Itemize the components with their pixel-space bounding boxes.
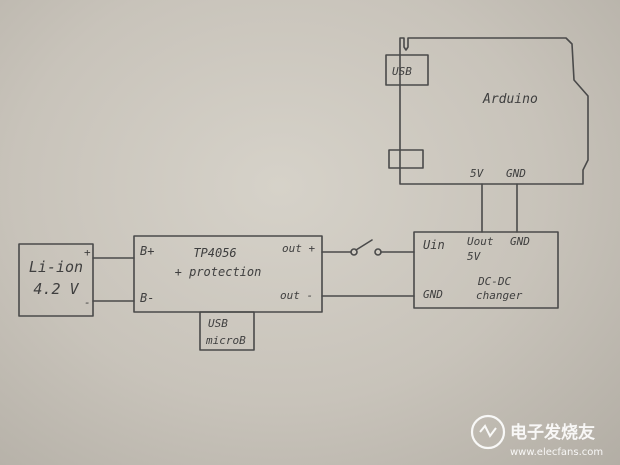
converter-vout-5v: 5V (467, 250, 482, 263)
converter-vout: Uout (467, 235, 494, 248)
watermark-logo: 电子发烧友 www.elecfans.com (470, 414, 603, 458)
charger-out-plus: out + (282, 242, 315, 255)
arduino-pin-5v: 5V (470, 167, 485, 180)
charger-title: TP4056 (193, 246, 236, 260)
arduino-power-jack (388, 149, 424, 169)
usb-micro-label-2: microB (205, 334, 246, 347)
charger-b-minus: B- (140, 291, 154, 305)
usb-micro-box (199, 311, 255, 351)
arduino-label: Arduino (482, 92, 538, 107)
battery-label-voltage: 4.2 V (33, 280, 79, 298)
charger-b-plus: B+ (140, 244, 154, 258)
converter-gnd-top: GND (510, 235, 530, 248)
charger-subtitle: + protection (175, 265, 262, 279)
converter-vin: Uin (423, 238, 445, 252)
arduino-usb-label: USB (392, 65, 412, 78)
arduino-usb-port (385, 54, 429, 86)
arduino-board-outline (399, 37, 589, 185)
battery-plus-label: + (84, 246, 91, 259)
converter-gnd-left: GND (423, 288, 443, 301)
converter-box (413, 231, 559, 309)
battery-minus-label: - (84, 296, 91, 309)
usb-micro-label-1: USB (208, 317, 228, 330)
watermark-brand: 电子发烧友 (510, 422, 595, 443)
converter-title-1: DC-DC (477, 275, 511, 288)
switch-contact-right (374, 248, 382, 256)
watermark-url: www.elecfans.com (510, 447, 603, 458)
watermark-wave-icon (479, 424, 497, 438)
switch-lever (355, 239, 373, 251)
converter-title-2: changer (476, 289, 523, 302)
battery-box (18, 243, 94, 317)
charger-out-minus: out - (280, 289, 313, 302)
arduino-pin-gnd: GND (506, 167, 526, 180)
battery-label-type: Li-ion (29, 258, 83, 276)
switch-contact-left (350, 248, 358, 256)
watermark-logo-icon (470, 414, 506, 450)
